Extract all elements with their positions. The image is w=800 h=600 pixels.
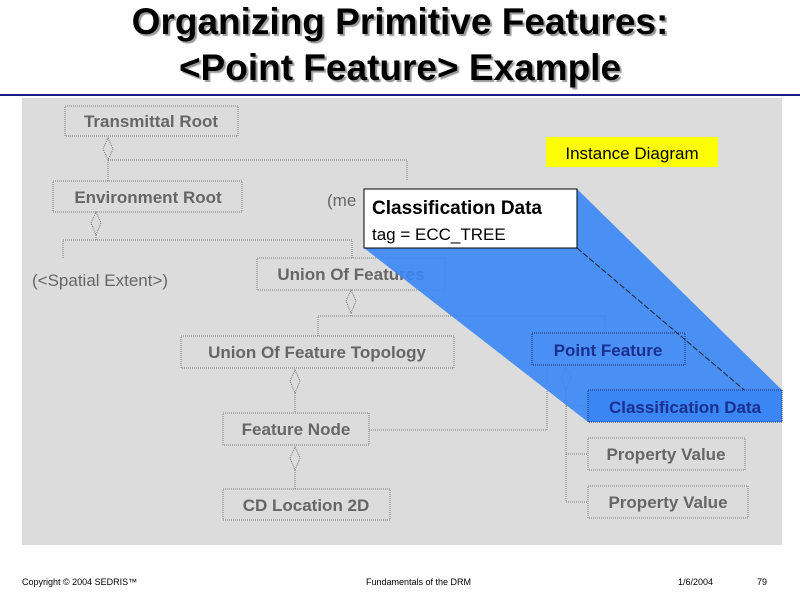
slide-title-line1: Organizing Primitive Features: [131,1,669,42]
node-property-value-1: Property Value [606,445,725,464]
aggregation-diamond-icon [289,368,301,395]
node-environment-root: Environment Root [74,188,222,207]
instance-diagram-label: Instance Diagram [565,144,698,163]
node-cd-location-2d: CD Location 2D [243,496,370,515]
node-union-of-features: Union Of Features [277,265,424,284]
node-classification-data: Classification Data [609,398,762,417]
nodes: Transmittal Root Environment Root (me (<… [32,105,749,521]
node-metadata-partial: (me [327,191,356,210]
callout-detail: tag = ECC_TREE [372,225,506,244]
footer-center: Fundamentals of the DRM [366,577,472,587]
aggregation-diamond-icon [345,288,357,315]
node-point-feature: Point Feature [554,341,663,360]
instance-diagram-label-bg [546,137,718,167]
footer-copyright: Copyright © 2004 SEDRIS™ [22,577,138,587]
callout-title: Classification Data [372,198,542,219]
slide-title-line2: <Point Feature> Example [178,47,622,88]
node-union-of-feature-topology: Union Of Feature Topology [208,343,426,362]
footer-date: 1/6/2004 [678,577,714,587]
node-transmittal-root: Transmittal Root [84,112,218,131]
aggregation-diamond-icon [90,210,102,237]
aggregation-diamond-icon [289,445,301,472]
node-spatial-extent: (<Spatial Extent>) [32,271,168,290]
callout-box [363,188,578,249]
node-property-value-2: Property Value [608,493,727,512]
connectors [62,136,606,503]
node-feature-node: Feature Node [242,420,351,439]
footer-page-number: 79 [757,577,768,587]
